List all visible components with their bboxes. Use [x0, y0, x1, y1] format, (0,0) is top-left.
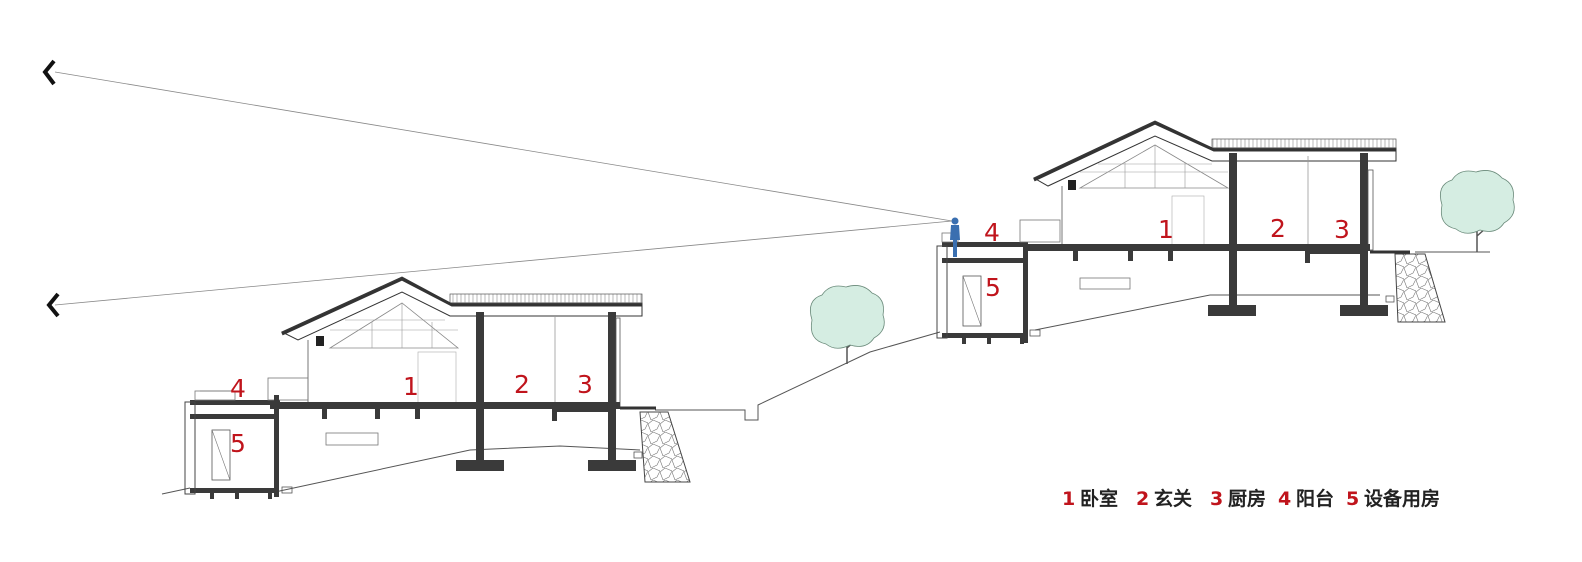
legend-label: 阳台 [1296, 487, 1334, 510]
lower-room-3-number: 3 [577, 370, 593, 399]
upper-room-3-number: 3 [1334, 215, 1350, 244]
person-icon [950, 217, 960, 257]
lower-room-4-number: 4 [230, 374, 246, 403]
sight-lines [42, 59, 953, 318]
lower-room-2-number: 2 [514, 370, 530, 399]
legend-item-4: 4 阳台 [1278, 487, 1334, 510]
upper-house: 1 2 3 4 5 [936, 120, 1446, 344]
upper-room-4-number: 4 [984, 218, 1000, 247]
upper-roof [1032, 120, 1397, 190]
legend-item-5: 5 设备用房 [1346, 487, 1440, 510]
lower-room-5-number: 5 [230, 429, 246, 458]
tree-icon [809, 285, 885, 364]
upper-room-2-number: 2 [1270, 214, 1286, 243]
legend-number: 2 [1136, 488, 1149, 510]
legend-number: 5 [1346, 488, 1359, 510]
terrain [161, 251, 1490, 495]
legend-number: 1 [1062, 488, 1075, 510]
lower-room-1-number: 1 [403, 372, 419, 401]
lower-roof [280, 276, 643, 349]
upper-room-5-number: 5 [985, 273, 1001, 302]
legend-item-1: 1 卧室 [1062, 487, 1118, 510]
legend-label: 卧室 [1080, 487, 1118, 510]
legend-label: 厨房 [1228, 487, 1266, 510]
legend-item-2: 2 玄关 [1136, 487, 1192, 510]
legend-label: 设备用房 [1364, 487, 1440, 510]
tree-icon [1439, 170, 1515, 252]
upper-room-1-number: 1 [1158, 215, 1174, 244]
sightline-arrow-icon [42, 59, 56, 86]
legend-number: 3 [1210, 488, 1223, 510]
sightline-arrow-icon [46, 292, 60, 318]
legend-item-3: 3 厨房 [1210, 487, 1266, 510]
legend-label: 玄关 [1154, 487, 1192, 510]
lower-house: 1 2 3 4 5 [184, 276, 691, 499]
legend: 1 卧室 2 玄关 3 厨房 4 阳台 5 设备用房 [1062, 487, 1440, 510]
legend-number: 4 [1278, 488, 1291, 510]
